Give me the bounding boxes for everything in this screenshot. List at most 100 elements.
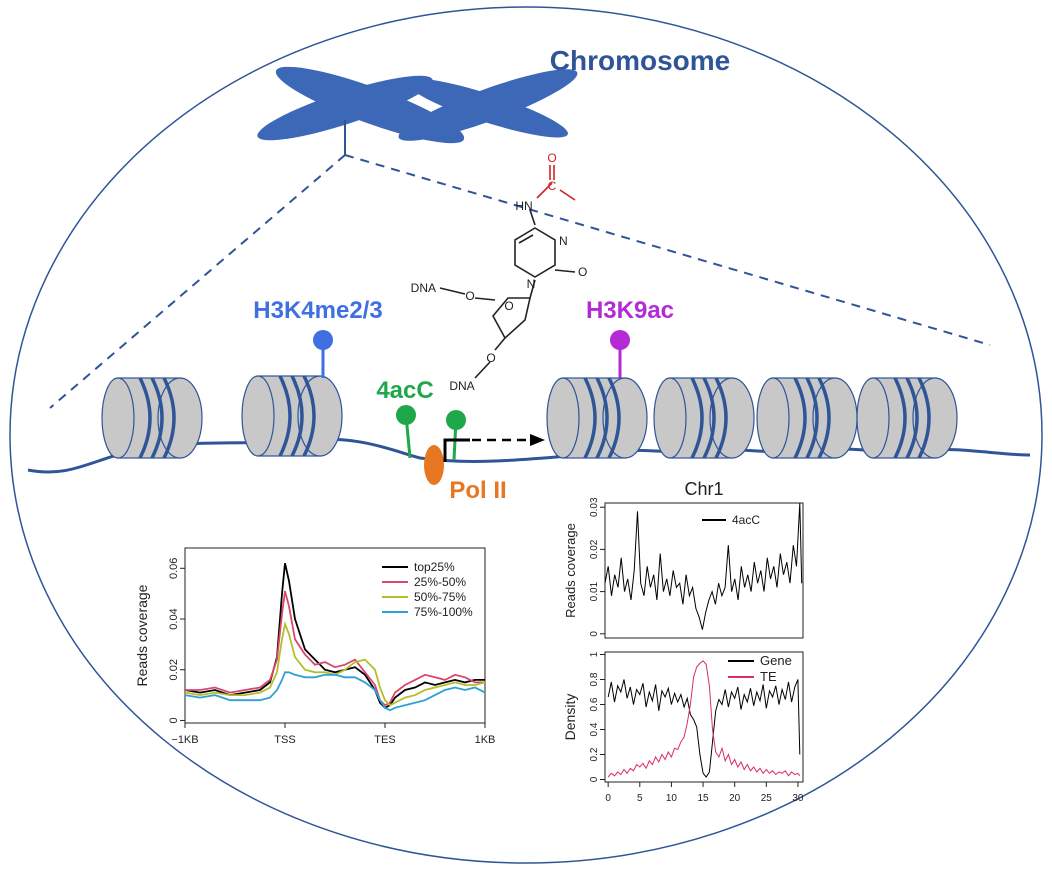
- nucleosome-2: [241, 375, 343, 457]
- nucleosome-group: [101, 375, 958, 459]
- dna-wrap: [817, 377, 831, 459]
- y-tick-label: 0.8: [589, 672, 600, 686]
- y-tick-label: 0.02: [589, 539, 600, 559]
- 4acc-molecule-labels: O C HN N N O DNA O O O DNA: [411, 151, 588, 393]
- dna-wrap: [595, 377, 609, 459]
- x-tick-label: −1KB: [171, 734, 198, 746]
- y-tick-label: 0.01: [589, 581, 600, 601]
- zoom-line-right: [344, 154, 991, 346]
- y-tick-label: 0.2: [589, 747, 600, 761]
- label-dna-bottom: DNA: [449, 379, 474, 393]
- series-line-1: [607, 679, 801, 778]
- nucleosome-side: [709, 377, 755, 459]
- acc-marker-1: [396, 405, 416, 425]
- series-line-1: [604, 502, 803, 630]
- dna-wrap: [702, 377, 716, 459]
- y-axis-label: Reads coverage: [563, 523, 578, 618]
- x-tick-label: 10: [666, 793, 678, 804]
- nucleosome-face: [241, 375, 275, 457]
- dna-wrap: [690, 377, 704, 459]
- nucleosome-1: [101, 377, 203, 459]
- nucleosome-side: [297, 375, 343, 457]
- dna-wrap: [893, 377, 907, 459]
- h3k4-marker: [313, 330, 333, 350]
- dna-wrap: [805, 377, 819, 459]
- atom-o-acetyl: O: [547, 151, 556, 165]
- y-axis-label: Reads coverage: [134, 584, 150, 686]
- nucleosome-face: [101, 377, 135, 459]
- nucleosome-6: [856, 377, 958, 459]
- y-tick-label: 0: [168, 717, 180, 723]
- atom-o-carbonyl: O: [578, 265, 587, 279]
- dna-wrap: [302, 375, 316, 457]
- pol-ii-label: Pol II: [449, 477, 506, 504]
- y-tick-label: 0: [589, 631, 600, 637]
- y-tick-label: 0.4: [589, 722, 600, 736]
- y-tick-label: 0.04: [168, 608, 180, 629]
- acc-marker-2: [446, 410, 466, 430]
- label-dna-top: DNA: [411, 281, 436, 295]
- dna-wrap: [162, 377, 176, 459]
- chromosome-title: Chromosome: [550, 45, 730, 76]
- legend-label: top25%: [414, 560, 455, 574]
- atom-o-ring: O: [504, 299, 513, 313]
- acc-label: 4acC: [376, 377, 433, 404]
- dna-wrap: [278, 375, 292, 457]
- y-tick-label: 0.02: [168, 659, 180, 680]
- legend-label: 50%-75%: [414, 590, 466, 604]
- legend-label: 4acC: [732, 513, 760, 527]
- nucleosome-4: [653, 377, 755, 459]
- nucleosome-side: [912, 377, 958, 459]
- y-tick-label: 0.03: [589, 497, 600, 517]
- nucleosome-side: [602, 377, 648, 459]
- legend-label: Gene: [760, 653, 792, 668]
- dna-wrap: [138, 377, 152, 459]
- nucleosome-3: [546, 377, 648, 459]
- atom-o-bottom: O: [486, 351, 495, 365]
- y-tick-label: 0.6: [589, 697, 600, 711]
- atom-hn: HN: [515, 199, 532, 213]
- atom-c-acetyl: C: [548, 179, 557, 193]
- h3k9-marker: [610, 330, 630, 350]
- nucleosome-side: [812, 377, 858, 459]
- dna-wrap: [290, 375, 304, 457]
- atom-n-glycosidic: N: [527, 277, 536, 291]
- legend-label: 75%-100%: [414, 605, 473, 619]
- x-tick-label: TES: [374, 734, 395, 746]
- zoom-line-left: [49, 154, 346, 409]
- transcription-arrow-head: [530, 434, 545, 446]
- pol-ii-icon: [424, 445, 444, 485]
- x-tick-label: 5: [637, 793, 643, 804]
- y-tick-label: 0: [589, 776, 600, 782]
- nucleosome-5: [756, 377, 858, 459]
- x-tick-label: 20: [729, 793, 741, 804]
- 4acc-molecule: [439, 165, 576, 379]
- legend-label: TE: [760, 669, 777, 684]
- x-tick-label: 15: [697, 793, 709, 804]
- dna-wrap: [793, 377, 807, 459]
- nucleosome-face: [756, 377, 790, 459]
- y-axis-label: Density: [562, 694, 578, 741]
- cell-ellipse: [9, 6, 1043, 864]
- y-tick-label: 0.06: [168, 558, 180, 579]
- x-tick-label: 25: [761, 793, 773, 804]
- x-tick-label: TSS: [274, 734, 295, 746]
- atom-n-ring: N: [559, 234, 568, 248]
- series-line-2: [607, 660, 801, 778]
- nucleosome-face: [653, 377, 687, 459]
- dna-wrap: [714, 377, 728, 459]
- x-tick-label: 1KB: [475, 734, 496, 746]
- chart-title: Chr1: [684, 479, 723, 499]
- nucleosome-face: [856, 377, 890, 459]
- h3k9-label: H3K9ac: [586, 297, 674, 324]
- dna-wrap: [905, 377, 919, 459]
- tss-arrow-bracket: [443, 438, 470, 462]
- dna-wrap: [917, 377, 931, 459]
- x-tick-label: 30: [792, 793, 804, 804]
- legend-label: 25%-50%: [414, 575, 466, 589]
- dna-wrap: [150, 377, 164, 459]
- dna-wrap: [583, 377, 597, 459]
